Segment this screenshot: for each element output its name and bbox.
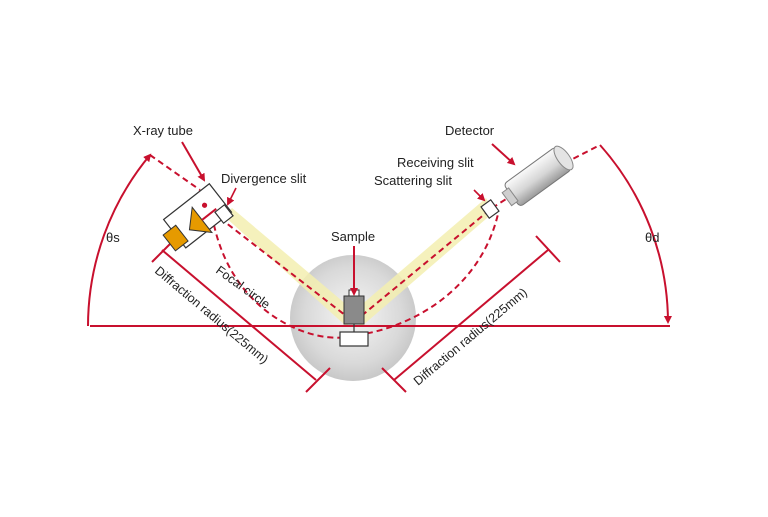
radius-tick-left-inner (305, 367, 331, 393)
detector (501, 145, 574, 207)
receiving-slit-label: Receiving slit (397, 155, 474, 170)
xray-tube-pointer (181, 141, 206, 182)
xray-tube (162, 182, 233, 252)
diffraction-radius-right-label: Diffraction radius(225mm) (411, 285, 530, 388)
receiving-slit (480, 198, 500, 220)
radius-tick-right-outer (535, 235, 561, 263)
diffraction-radius-left-label: Diffraction radius(225mm) (152, 264, 271, 367)
scattering-slit-label: Scattering slit (374, 173, 452, 188)
theta-d-arc (599, 144, 672, 324)
radius-line-left (161, 249, 317, 381)
goniometer-dashed-left (149, 154, 201, 191)
detector-label: Detector (445, 123, 495, 138)
sample-label: Sample (331, 229, 375, 244)
divergence-slit-pointer (227, 187, 237, 206)
divergence-slit-label: Divergence slit (221, 171, 307, 186)
theta-s-label: θs (106, 230, 120, 245)
sample-holder (339, 289, 369, 347)
theta-s-arc (87, 153, 152, 327)
focal-circle-label: Focal circle (213, 263, 272, 312)
radius-tick-right-inner (381, 367, 407, 393)
diffracted-beam (346, 198, 494, 326)
xray-tube-label: X-ray tube (133, 123, 193, 138)
detector-pointer (491, 143, 516, 166)
scattering-slit-pointer (473, 189, 486, 202)
theta-d-label: θd (645, 230, 659, 245)
radius-line-right (393, 249, 549, 381)
incident-beam (224, 208, 360, 326)
divergence-slit (214, 203, 234, 225)
